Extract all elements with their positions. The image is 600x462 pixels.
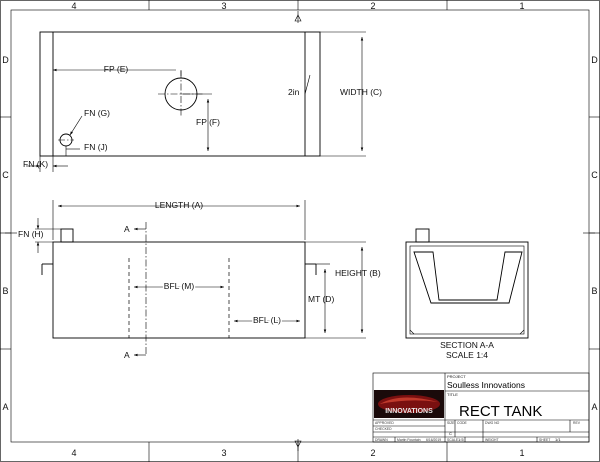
section-fill-neck xyxy=(415,228,430,243)
zone-top-2: 2 xyxy=(370,1,375,11)
scale-caption: SCALE xyxy=(447,438,459,442)
dim-length: LENGTH (A) xyxy=(155,200,203,210)
section-view: SECTION A-A SCALE 1:4 xyxy=(405,228,529,360)
logo-text: INNOVATIONS xyxy=(385,408,433,415)
zone-bottom-4: 4 xyxy=(71,448,76,458)
front-view: A A LENGTH (A) FN (H) BFL (M) BFL (L) HE… xyxy=(18,200,381,360)
rev-caption: REV xyxy=(573,421,581,425)
project-name: Soulless Innovations xyxy=(447,380,525,390)
scale-value: 1:5 xyxy=(458,437,464,442)
approved-label: APPROVED xyxy=(375,421,394,425)
drawing-title: RECT TANK xyxy=(459,403,542,420)
sheet-value: 1/1 xyxy=(555,437,561,442)
zone-left-c: C xyxy=(2,170,9,180)
drawn-by: Martin Fountain xyxy=(397,438,421,442)
checked-label: CHECKED xyxy=(375,427,392,431)
zone-bottom-1: 1 xyxy=(519,448,524,458)
size-value: C xyxy=(449,431,452,436)
zone-bottom-2: 2 xyxy=(370,448,375,458)
dim-2in: 2in xyxy=(288,87,300,97)
project-caption: PROJECT xyxy=(447,374,466,379)
section-marker-a-bottom: A xyxy=(124,350,130,360)
weight-caption: WEIGHT xyxy=(485,438,499,442)
section-title: SECTION A-A xyxy=(440,340,494,350)
section-baffle-profile xyxy=(413,251,523,304)
zone-right-b: B xyxy=(591,286,597,296)
dim-mt: MT (D) xyxy=(308,294,334,304)
dim-fn-j: FN (J) xyxy=(84,142,108,152)
dim-fn-k: FN (K) xyxy=(23,159,48,169)
zone-right-d: D xyxy=(591,55,598,65)
drawn-label: DRAWN xyxy=(375,438,388,442)
dim-bfl-m: BFL (M) xyxy=(164,281,195,291)
section-marker-a-top: A xyxy=(124,224,130,234)
zone-top-4: 4 xyxy=(71,1,76,11)
sheet-caption: SHEET xyxy=(539,438,550,442)
zone-left-d: D xyxy=(2,55,9,65)
section-scale: SCALE 1:4 xyxy=(446,350,488,360)
dim-fn-h: FN (H) xyxy=(18,229,44,239)
zone-left-b: B xyxy=(2,286,8,296)
title-block: INNOVATIONS PROJECT Soulless Innovations… xyxy=(372,372,590,443)
zone-left-a: A xyxy=(2,402,8,412)
dim-fp-e: FP (E) xyxy=(104,64,129,74)
size-caption: SIZE xyxy=(447,421,455,425)
dim-bfl-l: BFL (L) xyxy=(253,315,281,325)
dwg-caption: DWG NO xyxy=(485,421,500,425)
code-caption: CODE xyxy=(457,421,468,425)
zone-bottom-3: 3 xyxy=(221,448,226,458)
dim-height: HEIGHT (B) xyxy=(335,268,381,278)
zone-top-1: 1 xyxy=(519,1,524,11)
top-view-outline xyxy=(39,31,321,157)
title-caption: TITLE xyxy=(447,392,458,397)
front-view-outline xyxy=(52,241,306,339)
zone-top-3: 3 xyxy=(221,1,226,11)
dim-fn-g: FN (G) xyxy=(84,108,110,118)
fill-neck xyxy=(60,228,74,243)
section-outline xyxy=(405,241,529,339)
top-view: FP (E) FN (G) FN (J) FN (K) FP (F) 2in W… xyxy=(23,31,382,172)
zone-right-c: C xyxy=(591,170,598,180)
zone-right-a: A xyxy=(591,402,597,412)
dim-fp-f: FP (F) xyxy=(196,117,220,127)
drawn-date: 6/16/2019 xyxy=(426,438,441,442)
dim-width: WIDTH (C) xyxy=(340,87,382,97)
